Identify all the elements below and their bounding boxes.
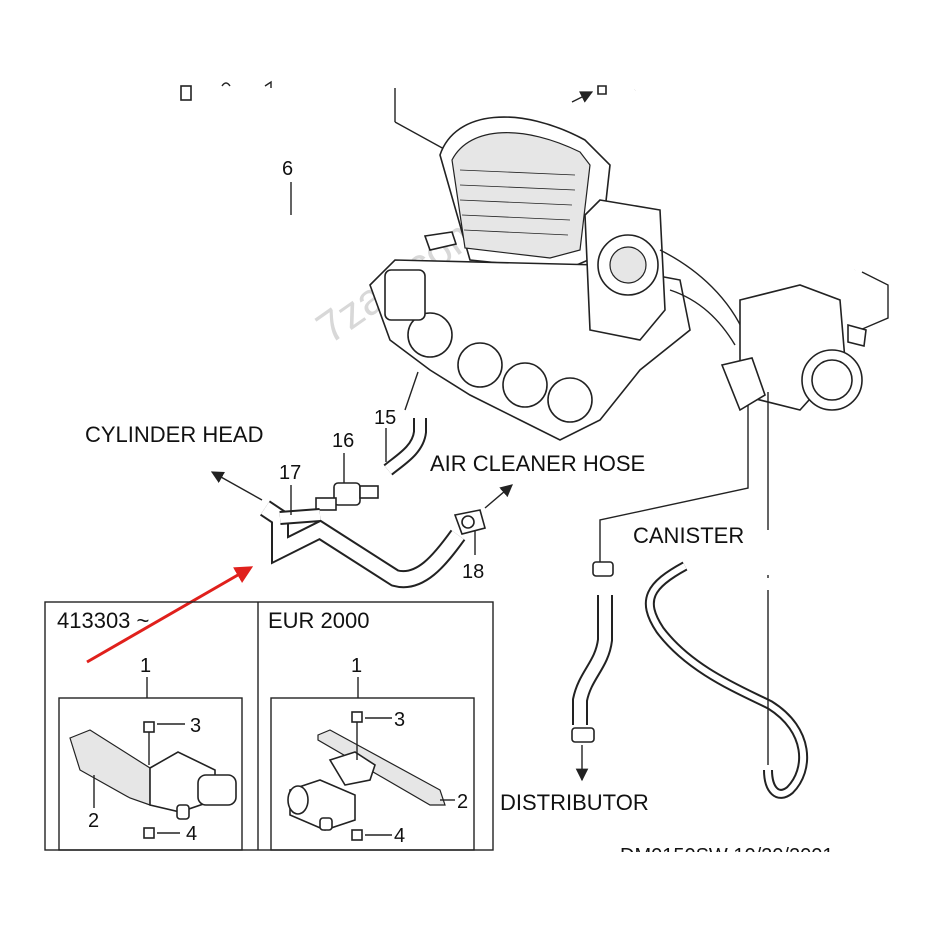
inset-panels xyxy=(44,601,494,851)
callout-6: 6 xyxy=(282,158,293,180)
arrow-air-cleaner-hose xyxy=(484,484,513,509)
callout-15: 15 xyxy=(374,407,396,429)
inset-right-callout-1: 1 xyxy=(351,655,362,677)
callout-18: 18 xyxy=(462,561,484,583)
inset-left-callout-2: 2 xyxy=(88,810,99,832)
label-air-cleaner-hose: AIR CLEANER HOSE xyxy=(430,451,645,476)
inset-left-header: 413303 ~ xyxy=(57,608,149,633)
label-canister: CANISTER xyxy=(633,523,744,548)
clamp-18 xyxy=(453,509,486,555)
vacuum-lines-right xyxy=(571,392,808,799)
vacuum-hose-6 xyxy=(180,85,458,251)
hose-15 xyxy=(383,418,427,476)
footer-mask xyxy=(0,852,937,937)
inset-left-map-sensor xyxy=(69,721,237,839)
label-distributor: DISTRIBUTOR xyxy=(500,790,649,815)
inset-right-map-sensor xyxy=(287,711,455,841)
callout-17: 17 xyxy=(279,462,301,484)
intake-manifold xyxy=(369,116,746,441)
inset-left-callout-1: 1 xyxy=(140,655,151,677)
label-cylinder-head: CYLINDER HEAD xyxy=(85,422,263,447)
pcv-valve-16 xyxy=(315,453,379,511)
inset-right-callout-3: 3 xyxy=(394,709,405,731)
breather-hose-17 xyxy=(260,485,466,589)
inset-right-callout-2: 2 xyxy=(457,791,468,813)
inset-right-header: EUR 2000 xyxy=(268,608,370,633)
highlight-arrow xyxy=(86,566,254,664)
callout-16: 16 xyxy=(332,430,354,452)
throttle-body xyxy=(630,89,889,420)
inset-right-callout-4: 4 xyxy=(394,825,405,847)
arrow-cylinder-head xyxy=(210,471,263,501)
inset-left-callout-4: 4 xyxy=(186,823,197,845)
inset-left-callout-3: 3 xyxy=(190,715,201,737)
